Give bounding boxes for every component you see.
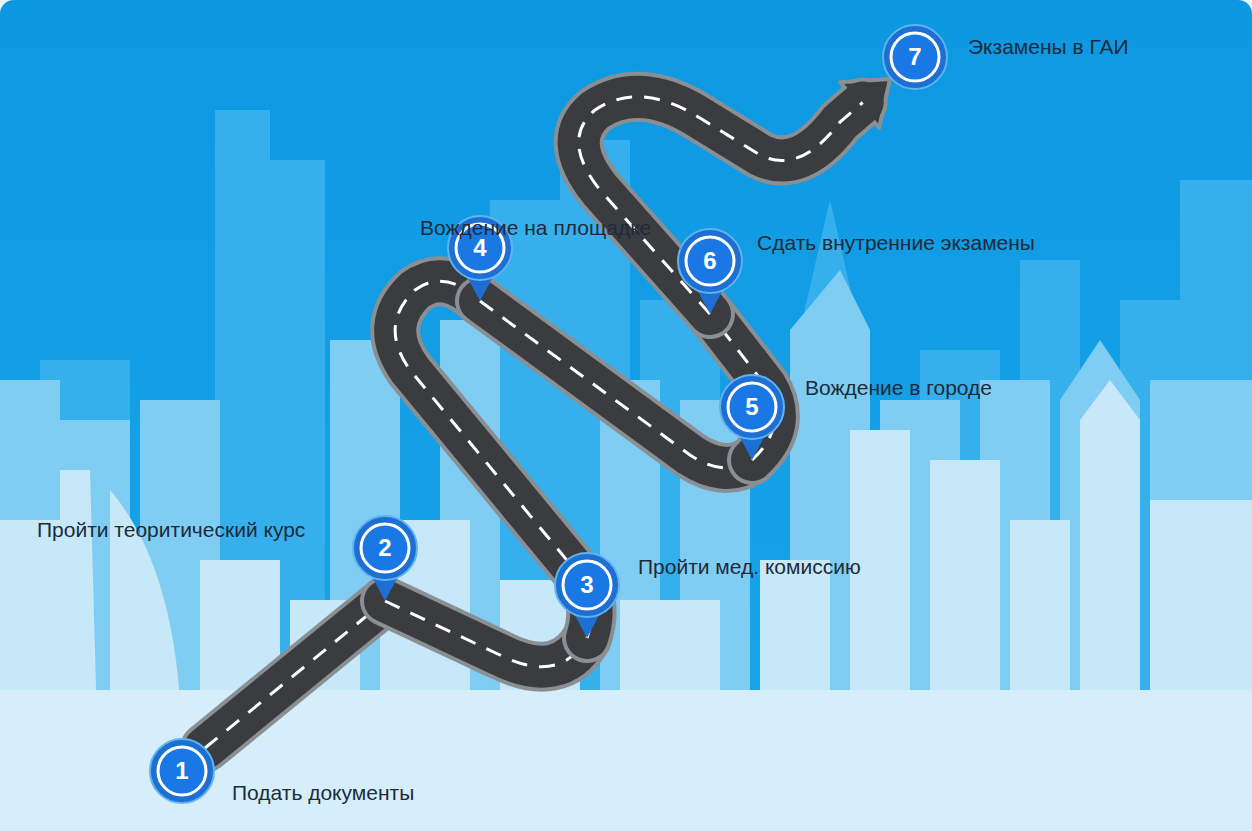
step-number: 7	[882, 24, 948, 90]
step-number: 1	[149, 738, 215, 804]
step-pin: 5Вождение в городе	[719, 374, 785, 460]
step-label: Сдать внутренние экзамены	[757, 229, 1035, 256]
road-marking	[385, 601, 587, 667]
step-number: 2	[352, 515, 418, 581]
road-marking	[579, 97, 863, 314]
road-marking	[205, 601, 385, 748]
step-label: Пройти теоритический курс	[37, 516, 307, 543]
step-pin: 7Экзамены в ГАИ	[882, 24, 948, 90]
step-pin: 6Сдать внутренние экзамены	[677, 228, 743, 314]
step-number: 6	[677, 228, 743, 294]
step-number: 3	[554, 552, 620, 618]
road-edge	[385, 601, 587, 667]
road-surface	[579, 97, 863, 314]
step-label: Вождение в городе	[805, 374, 992, 401]
step-number: 5	[719, 374, 785, 440]
step-pin: 2Пройти теоритический курс	[352, 515, 418, 601]
road-edge	[579, 97, 863, 314]
road-segment	[205, 601, 385, 748]
step-pin: 3Пройти мед. комиссию	[554, 552, 620, 638]
road-surface	[205, 601, 385, 748]
step-label: Вождение на площадке	[420, 214, 651, 241]
step-label: Экзамены в ГАИ	[968, 33, 1129, 60]
step-pin: 1Подать документы	[149, 738, 215, 804]
step-pin: 4Вождение на площадке	[447, 215, 513, 301]
road-edge	[205, 601, 385, 748]
road-segment	[579, 79, 890, 314]
road-surface	[385, 601, 587, 667]
step-label: Подать документы	[232, 779, 414, 806]
road-segment	[385, 601, 587, 667]
step-label: Пройти мед. комиссию	[638, 553, 861, 580]
